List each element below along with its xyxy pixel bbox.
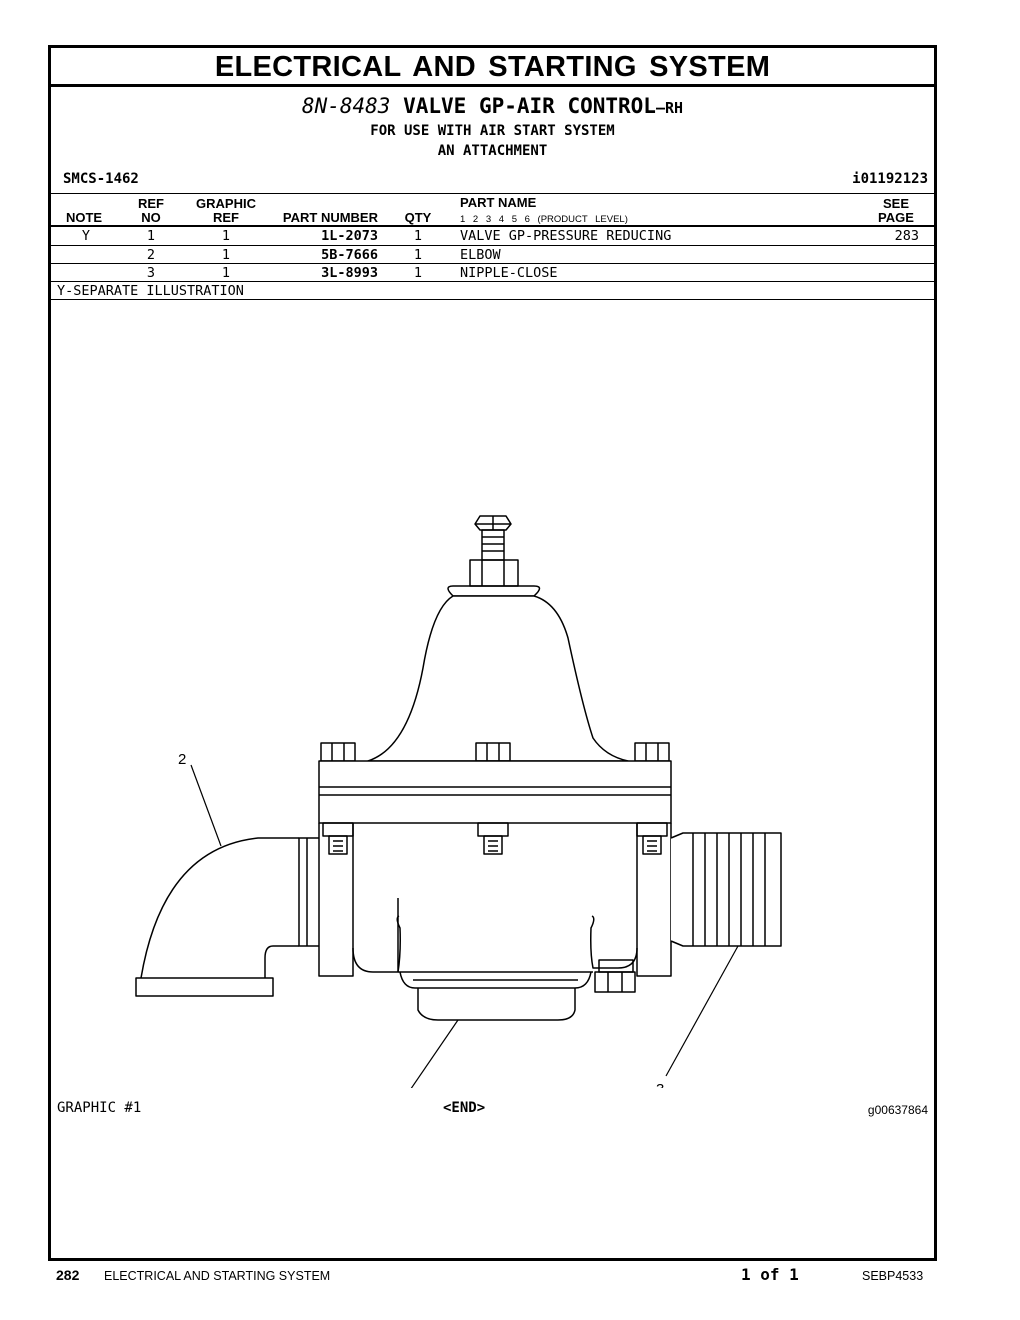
page-of: 1 of 1 <box>741 1265 799 1284</box>
row-part-name: ELBOW <box>460 247 501 263</box>
row-part-name: VALVE GP-PRESSURE REDUCING <box>460 228 672 244</box>
document-id: i01192123 <box>852 171 928 187</box>
screw-boss <box>469 559 519 587</box>
group-suffix: —RH <box>655 99 684 117</box>
footnote-rule <box>51 299 934 300</box>
col-note-header: NOTE <box>65 210 103 225</box>
bonnet-cap <box>447 585 541 597</box>
col-ref-header: REF NO <box>131 197 171 225</box>
row-rule <box>51 281 934 282</box>
page-number: 282 <box>56 1267 80 1283</box>
elbow-outer <box>140 837 299 979</box>
row-part-name: NIPPLE-CLOSE <box>460 265 558 281</box>
row-qty: 1 <box>413 228 423 244</box>
col-see-page-header-line1: SEE <box>882 196 909 211</box>
col-qty-header: QTY <box>404 210 432 225</box>
group-subtitle-2: AN ATTACHMENT <box>437 143 548 159</box>
publication-number: SEBP4533 <box>862 1269 924 1283</box>
row-qty: 1 <box>413 265 423 281</box>
col-part-name-header: PART NAME <box>460 195 537 210</box>
section-header: ELECTRICAL AND STARTING SYSTEM <box>51 48 934 87</box>
page-frame: ELECTRICAL AND STARTING SYSTEM 8N-8483 V… <box>48 45 937 1261</box>
row-part-number: 1L-2073 <box>321 228 378 244</box>
callout-3: 3 <box>656 1081 664 1088</box>
row-rule <box>51 263 934 264</box>
col-graphic-ref-header-line2: REF <box>213 210 239 225</box>
col-ref-header-line2: NO <box>141 210 161 225</box>
col-graphic-ref-header: GRAPHIC REF <box>186 197 266 225</box>
bottom-plug <box>417 988 576 1021</box>
graphic-id: g00637864 <box>867 1103 928 1117</box>
row-ref-no: 3 <box>146 265 156 281</box>
row-ref-no: 1 <box>146 228 156 244</box>
table-top-rule <box>51 193 934 194</box>
end-marker: <END> <box>443 1100 486 1116</box>
row-graphic-ref: 1 <box>221 265 231 281</box>
product-level-labels: 1 2 3 4 5 6 (PRODUCT LEVEL) <box>460 214 628 225</box>
footer-section: ELECTRICAL AND STARTING SYSTEM <box>104 1269 331 1283</box>
group-name: VALVE GP-AIR CONTROL <box>403 94 656 118</box>
group-part-number: 8N-8483 <box>301 94 391 118</box>
nipple-threads <box>692 833 766 946</box>
leader-line-2 <box>190 764 222 847</box>
diaphragm-flange <box>318 760 672 824</box>
row-qty: 1 <box>413 247 423 263</box>
group-subtitle-1: FOR USE WITH AIR START SYSTEM <box>370 123 615 139</box>
row-note: Y <box>81 228 91 244</box>
col-part-number-header: PART NUMBER <box>282 210 378 225</box>
row-ref-no: 2 <box>146 247 156 263</box>
section-title: ELECTRICAL AND STARTING SYSTEM <box>214 51 771 83</box>
drain-plug-nut <box>594 971 636 993</box>
col-ref-header-line1: REF <box>138 196 164 211</box>
body-left-lower <box>352 915 401 973</box>
row-graphic-ref: 1 <box>221 228 231 244</box>
row-rule <box>51 245 934 246</box>
bottom-plug-ring <box>399 971 592 989</box>
row-part-number: 3L-8993 <box>321 265 378 281</box>
col-see-page-header: SEE PAGE <box>866 197 926 225</box>
col-graphic-ref-header-line1: GRAPHIC <box>196 196 256 211</box>
row-part-number: 5B-7666 <box>321 247 378 263</box>
smcs-code: SMCS-1462 <box>63 171 139 187</box>
elbow-inner <box>264 945 299 978</box>
leader-line-1 <box>410 1019 459 1088</box>
parts-illustration: 2 1 3 <box>135 515 782 1088</box>
lower-bolts <box>322 822 668 855</box>
elbow-flange <box>135 977 274 997</box>
header-rule <box>51 225 934 227</box>
callout-2: 2 <box>178 751 186 768</box>
elbow-hub <box>298 837 319 947</box>
body-left-wall <box>318 823 354 977</box>
body-right-lower <box>590 915 638 969</box>
footnote: Y-SEPARATE ILLUSTRATION <box>57 283 244 299</box>
leader-line-3 <box>665 945 739 1077</box>
row-see-page: 283 <box>894 228 919 244</box>
graphic-label: GRAPHIC #1 <box>57 1100 142 1116</box>
group-title: 8N-8483 VALVE GP-AIR CONTROL—RH <box>51 94 934 118</box>
spring-housing <box>367 595 629 762</box>
row-graphic-ref: 1 <box>221 247 231 263</box>
adjusting-screw <box>481 529 505 561</box>
col-see-page-header-line2: PAGE <box>878 210 914 225</box>
